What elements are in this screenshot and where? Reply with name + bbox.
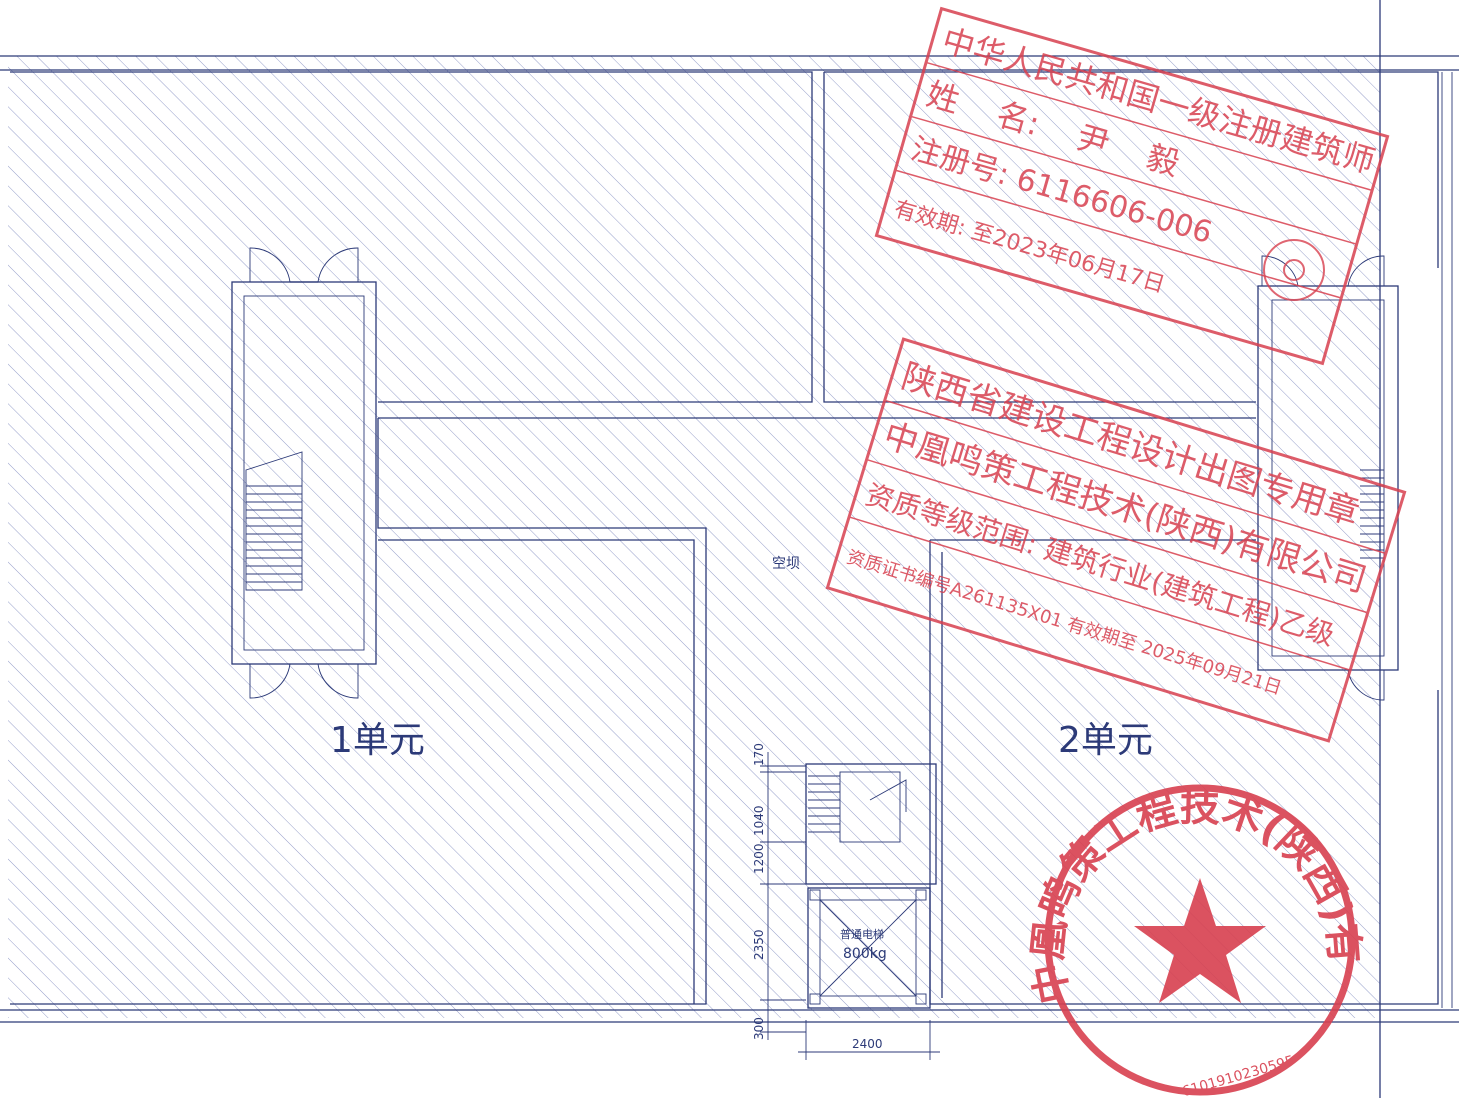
dimension-label: 2400 (852, 1037, 883, 1051)
vertical-dimension-chain (760, 752, 806, 1040)
seal-number: 6101910230595 (1180, 1053, 1296, 1098)
elevator-shaft (807, 887, 931, 1009)
dimension-label: 1200 (752, 843, 766, 874)
stair-core-unit-1 (231, 247, 377, 699)
elevator-label-line2: 800kg (843, 946, 887, 962)
small-round-mark (1263, 239, 1325, 301)
horizontal-dimension-chain (798, 1020, 940, 1060)
dimension-label: 170 (752, 743, 766, 766)
unit-1-label: 1单元 (330, 720, 425, 761)
unit-2-label: 2单元 (1058, 720, 1153, 761)
central-stair-core (805, 763, 937, 885)
dimension-label: 1040 (752, 805, 766, 836)
elevator-label-line1: 普通电梯 (840, 927, 884, 941)
stair-core-unit-2 (1257, 255, 1399, 701)
seal-star-icon (1134, 878, 1266, 1003)
dimension-label: 2350 (752, 929, 766, 960)
dimension-label: 300 (752, 1017, 766, 1040)
void-label: 空坝 (772, 556, 800, 572)
